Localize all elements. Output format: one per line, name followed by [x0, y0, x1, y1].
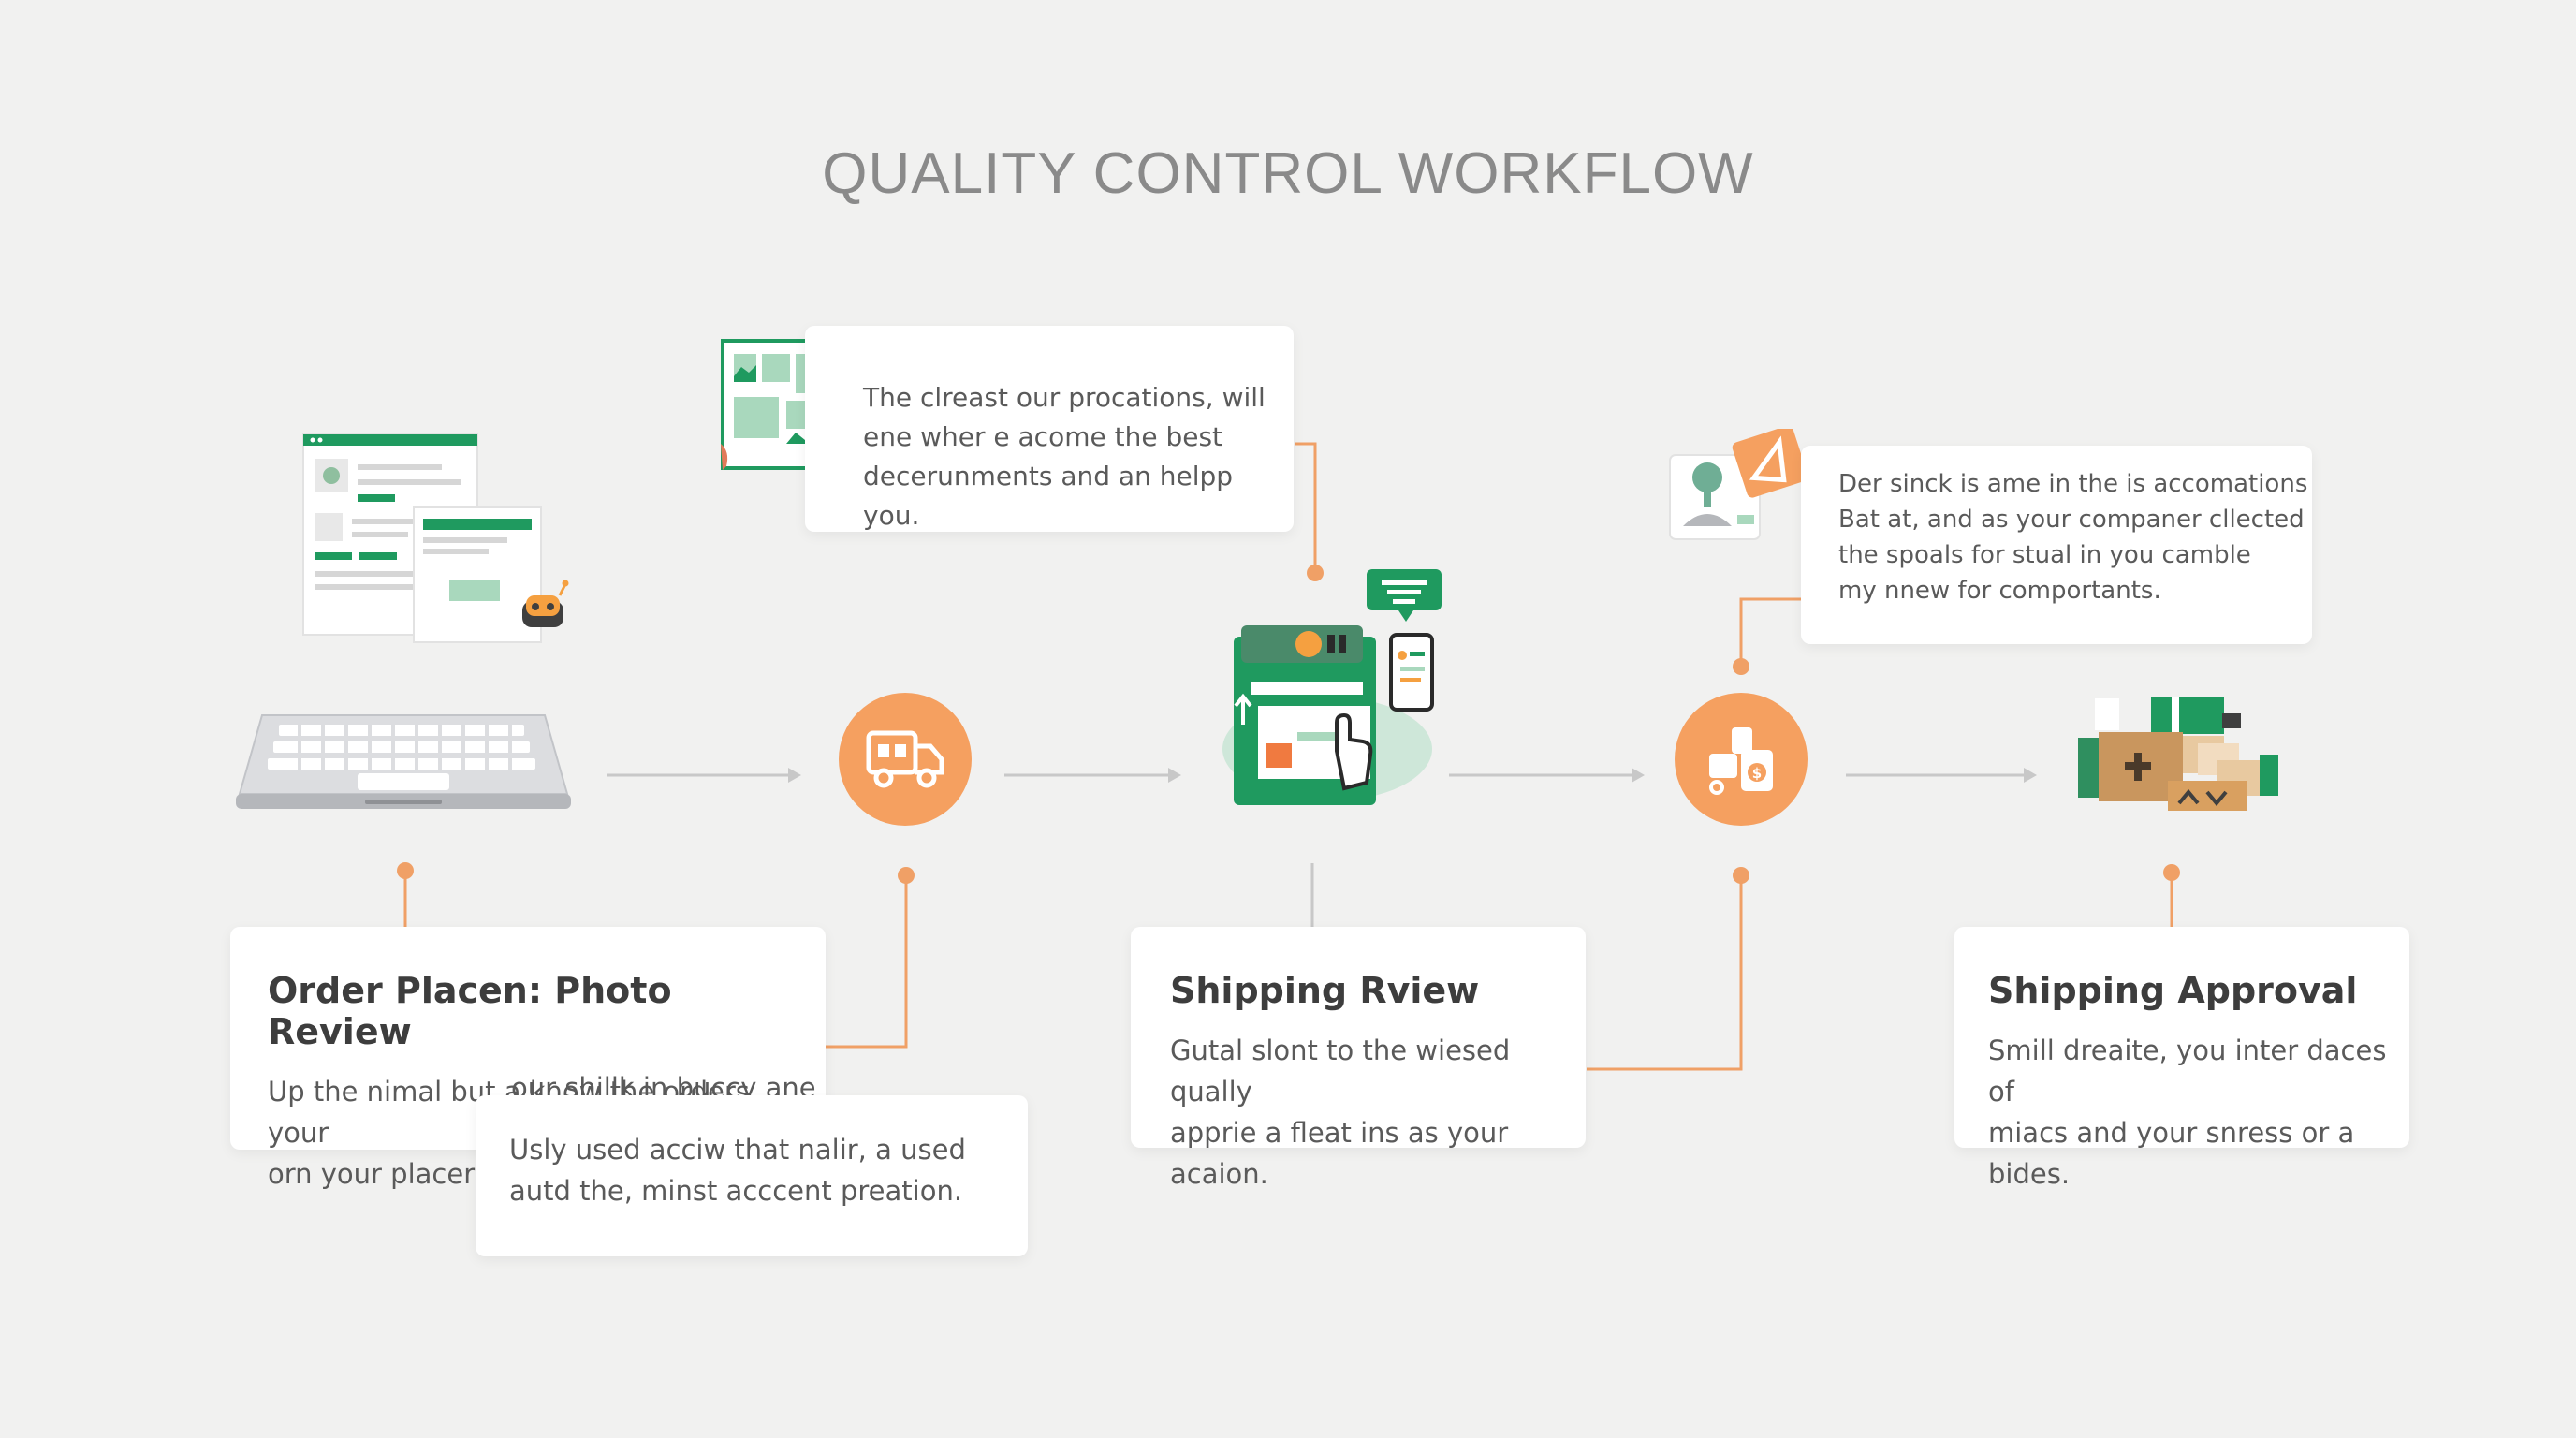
- note-line: Bat at, and as your companer cllected: [1838, 506, 2305, 534]
- note-card-right: Der sinck is ame in the is accomations B…: [1801, 446, 2312, 644]
- card-text: miacs and your snress or a bides.: [1988, 1117, 2355, 1190]
- card-text: Gutal slont to the wiesed qually: [1170, 1034, 1511, 1108]
- card-title: Shipping Approval: [1988, 970, 2358, 1011]
- laptop-icon: [234, 712, 573, 813]
- review-station-icon: [1208, 565, 1451, 818]
- card-title: Order Placen: Photo Review: [268, 970, 672, 1052]
- shipping-review-card: Shipping Rview Gutal slont to the wiesed…: [1131, 927, 1586, 1190]
- user-alert-icon: [1666, 425, 1808, 541]
- note-line: The clreast our procations, will: [863, 382, 1266, 413]
- note-line: ene wher e acome the best: [863, 421, 1223, 452]
- packages-icon: $: [1709, 727, 1773, 795]
- note-card-top: The clreast our procations, will ene whe…: [805, 326, 1294, 532]
- card-text: apprie a fleat ins as your acaion.: [1170, 1117, 1509, 1190]
- svg-text:$: $: [1752, 765, 1762, 782]
- note-line: my nnew for comportants.: [1838, 577, 2161, 605]
- card-text-part: orn your placer: [268, 1158, 476, 1190]
- card-title: Shipping Rview: [1170, 970, 1480, 1011]
- packages-badge: $: [1675, 693, 1808, 826]
- shipping-approval-card: Shipping Approval Smill dreaite, you int…: [1954, 927, 2409, 1190]
- overlap-note-card: Usly used acciw that nalir, a used autd …: [476, 1095, 1028, 1256]
- delivery-truck-icon: [866, 730, 944, 788]
- document-windows-icon: [300, 431, 580, 655]
- card-text: autd the, minst acccent preation.: [509, 1175, 963, 1207]
- note-line: decerunments and an helpp you.: [863, 461, 1234, 531]
- card-text: Usly used acciw that nalir, a used: [509, 1134, 966, 1166]
- card-text: orn your placer: [268, 1153, 826, 1195]
- shipping-boxes-icon: [2076, 695, 2293, 816]
- card-text: Smill dreaite, you inter daces of: [1988, 1034, 2387, 1108]
- page-title: QUALITY CONTROL WORKFLOW: [822, 141, 1754, 206]
- note-line: Der sinck is ame in the is accomations: [1838, 470, 2308, 498]
- delivery-truck-badge: [839, 693, 972, 826]
- note-line: the spoals for stual in you camble: [1838, 541, 2251, 569]
